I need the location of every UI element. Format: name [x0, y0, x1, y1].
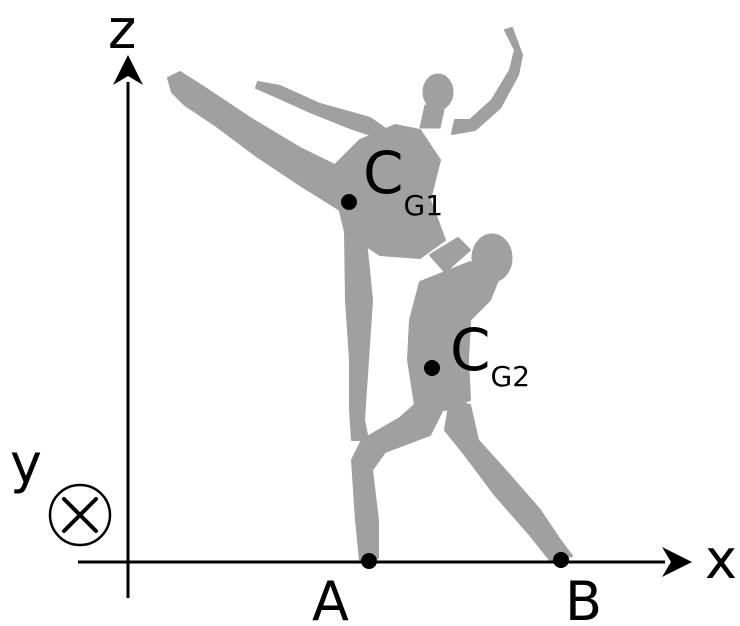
b-label: B — [565, 570, 602, 626]
into-page-icon — [48, 483, 112, 547]
x-axis-label: x — [705, 528, 737, 591]
a-point — [361, 553, 377, 569]
cg1-point — [341, 194, 357, 210]
b-point — [553, 552, 569, 568]
cg2-label: CG2 — [450, 316, 530, 393]
cg1-label-sub: G1 — [404, 189, 444, 222]
dancer-silhouettes — [167, 27, 573, 561]
cg1-label-main: C — [363, 139, 404, 207]
cg2-label-main: C — [450, 316, 491, 384]
lower-dancer-silhouette — [351, 233, 573, 561]
cg2-label-sub: G2 — [491, 360, 531, 393]
upper-dancer-silhouette — [167, 27, 523, 441]
cg2-point — [424, 360, 440, 376]
a-label: A — [312, 570, 349, 626]
y-axis-label: y — [10, 432, 42, 495]
z-axis-label: z — [108, 0, 136, 61]
cg1-label: CG1 — [363, 139, 443, 222]
